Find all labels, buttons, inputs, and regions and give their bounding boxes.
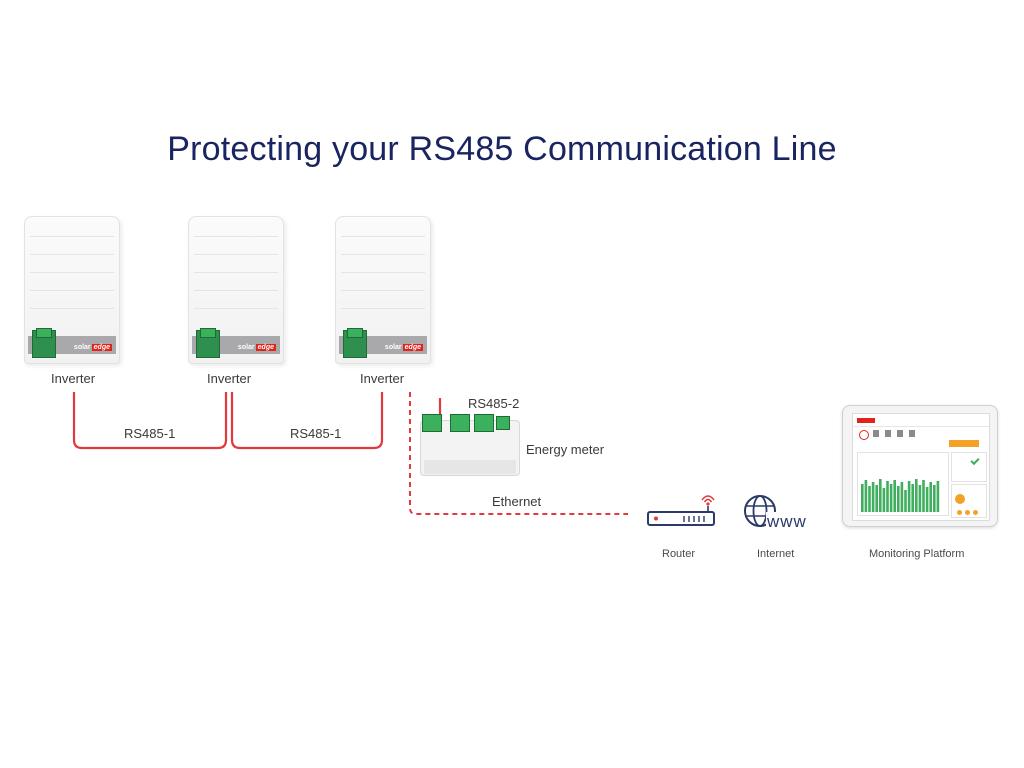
energy-meter-label: Energy meter xyxy=(526,442,605,457)
router-icon xyxy=(647,495,715,526)
rs485-2-label: RS485-2 xyxy=(468,396,520,411)
monitoring-label: Monitoring Platform xyxy=(869,548,965,560)
inverter-1-label: Inverter xyxy=(51,371,96,386)
www-glyph: www xyxy=(766,512,808,532)
energy-meter-icon xyxy=(420,414,520,478)
ethernet-label: Ethernet xyxy=(492,494,542,509)
router-label: Router xyxy=(662,548,696,560)
rs485-1-cable-a xyxy=(72,392,228,450)
page-title: Protecting your RS485 Communication Line xyxy=(167,130,837,168)
monitoring-tablet-icon xyxy=(842,405,998,527)
rs485-1-cable-b xyxy=(230,392,384,450)
rs485-1-label-a: RS485-1 xyxy=(124,426,176,441)
internet-label: Internet xyxy=(757,548,795,560)
inverter-2-label: Inverter xyxy=(207,371,252,386)
inverter-3-label: Inverter xyxy=(360,371,405,386)
ethernet-cable xyxy=(409,392,628,515)
rs485-1-label-b: RS485-1 xyxy=(290,426,342,441)
